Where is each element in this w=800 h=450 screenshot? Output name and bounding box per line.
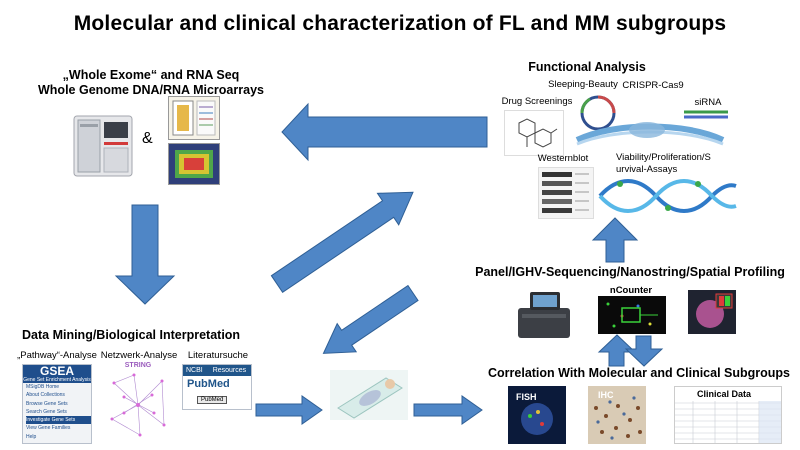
page-title: Molecular and clinical characterization …	[73, 12, 727, 35]
drug-structure-image	[504, 110, 564, 156]
string-network-image: STRING	[104, 362, 172, 444]
fish-image: FISH	[508, 386, 566, 444]
gsea-menu-item: About Collections	[26, 392, 65, 399]
pubmed-screenshot: NCBI Resources PubMed PubMed	[182, 364, 252, 410]
spatial-profiling-image	[688, 290, 736, 334]
ncbi-logo: NCBI	[186, 367, 203, 374]
correlation-header: Correlation With Molecular and Clinical …	[488, 366, 790, 380]
ampersand: &	[142, 130, 153, 147]
resources-label: Resources	[212, 367, 247, 374]
gsea-logo: GSEA	[39, 364, 74, 378]
netzwerk-label: Netzwerk-Analyse	[100, 350, 178, 361]
crispr-label: CRISPR-Cas9	[622, 80, 684, 91]
crispr-dna-image	[575, 118, 725, 148]
arrow-correlation-down	[624, 335, 664, 367]
gsea-menu-item: MSigDB Home	[26, 384, 60, 390]
ihc-label: IHC	[598, 390, 614, 400]
ncounter-image	[598, 296, 666, 334]
gsea-menu: MSigDB Home About Collections Browse Gen…	[23, 383, 91, 441]
gsea-menu-item: View Gene Families	[26, 425, 71, 432]
viability-label-line1: Viability/Proliferation/S	[616, 152, 711, 163]
arrow-panel-to-slide	[322, 284, 419, 354]
sequencing-header: „Whole Exome“ and RNA Seq Whole Genome D…	[26, 68, 276, 98]
string-logo: STRING	[124, 362, 152, 369]
arrow-mining-to-slide	[255, 395, 323, 425]
nanostring-machine-image	[512, 286, 576, 342]
tissue-slide-image	[330, 370, 408, 420]
ncbi-bar: NCBI Resources	[183, 365, 251, 376]
westernblot-image	[538, 167, 594, 219]
sirna-image	[684, 108, 728, 120]
arrow-slide-to-correlation	[413, 395, 483, 425]
pubmed-logo: PubMed	[187, 378, 230, 390]
functional-header: Functional Analysis	[528, 60, 646, 74]
ncounter-label: nCounter	[609, 285, 653, 296]
gsea-menu-item: Search Gene Sets	[26, 408, 67, 415]
clinical-data-label: Clinical Data	[697, 389, 752, 399]
sleeping-beauty-label: Sleeping-Beauty	[548, 79, 618, 90]
ihc-image: IHC	[588, 386, 646, 444]
sequencing-header-line1: „Whole Exome“ and RNA Seq	[62, 68, 240, 82]
pubmed-button: PubMed	[197, 396, 228, 404]
microarray-image-top	[168, 96, 220, 140]
panel-header: Panel/IGHV-Sequencing/Nanostring/Spatial…	[475, 265, 785, 279]
arrow-correlation-up	[597, 334, 637, 367]
viability-label-line2: urvival-Assays	[616, 164, 678, 175]
pathway-label: „Pathway“-Analyse	[17, 350, 97, 361]
fish-label: FISH	[516, 392, 537, 402]
plasmid-image	[575, 92, 621, 134]
drug-screenings-label: Drug Screenings	[501, 96, 573, 107]
sequencer-machine-image	[72, 110, 134, 178]
gsea-menu-item: Help	[26, 433, 37, 440]
gsea-screenshot: GSEA Gene Set Enrichment Analysis MSigDB…	[22, 364, 92, 444]
viability-label: Viability/Proliferation/S urvival-Assays	[616, 152, 756, 176]
gsea-menu-item: Browse Gene Sets	[26, 400, 68, 407]
arrow-sequencing-to-mining	[114, 204, 176, 305]
dna-helix-image	[598, 176, 738, 216]
sequencing-header-line2: Whole Genome DNA/RNA Microarrays	[38, 83, 264, 97]
mining-header: Data Mining/Biological Interpretation	[22, 328, 241, 342]
arrow-panel-to-functional	[591, 217, 639, 263]
sirna-label: siRNA	[694, 97, 722, 108]
westernblot-label: Westernblot	[537, 153, 589, 164]
arrow-slide-to-functional	[270, 191, 414, 293]
literatur-label: Literatursuche	[187, 350, 249, 361]
arrow-functional-to-sequencing	[281, 102, 488, 162]
microarray-heatmap-image	[168, 143, 220, 185]
gsea-menu-item: Investigate Gene Sets	[26, 416, 91, 425]
gsea-subtitle: Gene Set Enrichment Analysis	[23, 377, 91, 383]
clinical-data-image: Clinical Data	[674, 386, 782, 444]
